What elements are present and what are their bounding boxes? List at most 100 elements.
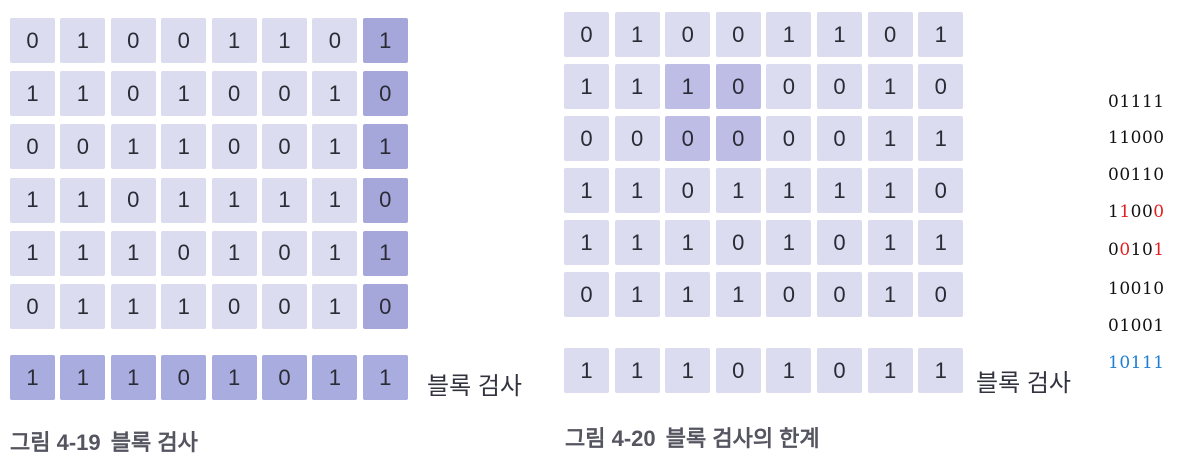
grid-cell-r2-c3: 0 [715, 116, 761, 161]
check-row-cell-rcheck-c7: 1 [362, 355, 408, 400]
grid-cell-r5-c3: 1 [161, 284, 207, 329]
grid-cell-r3-c7: 0 [918, 168, 964, 213]
code-digit-group: 0 [1108, 240, 1120, 260]
grid-cell-r5-c5: 0 [817, 272, 862, 317]
grid-cell-r0-c2: 0 [665, 12, 711, 57]
grid-cell-r4-c2: 1 [665, 220, 711, 265]
grid-cell-r1-c2: 1 [665, 64, 711, 109]
grid-cell-r1-c0: 1 [564, 64, 609, 109]
check-row-label: 블록 검사 [976, 370, 1071, 397]
caption-number: 그림 4-20 [565, 426, 656, 451]
code-digit-group: 10 [1130, 240, 1154, 260]
code-digit-group: 00110 [1108, 165, 1165, 185]
grid-cell-r3-c3: 1 [715, 168, 761, 213]
figure-caption-right: 그림 4-20 블록 검사의 한계 [565, 421, 820, 453]
check-row-cell-rcheck-c7: 1 [918, 348, 964, 393]
caption-title: 블록 검사 [110, 430, 198, 455]
grid-cell-r2-c1: 0 [60, 124, 106, 170]
check-row-cell-rcheck-c0: 1 [10, 355, 55, 400]
grid-cell-r5-c0: 0 [10, 284, 55, 329]
grid-cell-r1-c3: 1 [161, 71, 207, 117]
grid-cell-r5-c7: 0 [362, 284, 408, 329]
grid-cell-r0-c0: 0 [564, 12, 609, 57]
grid-cell-r3-c5: 1 [262, 177, 307, 223]
grid-cell-r0-c5: 1 [262, 18, 307, 63]
grid-cell-r4-c6: 1 [867, 220, 913, 265]
grid-cell-r0-c1: 1 [614, 12, 660, 57]
grid-cell-r0-c1: 1 [60, 18, 106, 63]
grid-cell-r4-c7: 1 [918, 220, 964, 265]
grid-cell-r2-c6: 1 [867, 116, 913, 161]
grid-cell-r5-c1: 1 [614, 272, 660, 317]
grid-cell-r5-c3: 1 [715, 272, 761, 317]
grid-cell-r2-c7: 1 [918, 116, 964, 161]
grid-cell-r0-c4: 1 [766, 12, 812, 57]
grid-cell-r5-c2: 1 [110, 284, 156, 329]
column-code-5: 00101 [1108, 240, 1165, 260]
grid-cell-r2-c1: 0 [614, 116, 660, 161]
code-digit-group: 1 [1119, 202, 1131, 222]
check-row-cell-rcheck-c3: 0 [715, 348, 761, 393]
grid-cell-r1-c6: 1 [312, 71, 358, 117]
grid-cell-r4-c0: 1 [10, 230, 55, 276]
grid-cell-r1-c1: 1 [614, 64, 660, 109]
column-code-7: 01001 [1108, 316, 1165, 336]
grid-cell-r3-c3: 1 [161, 177, 207, 223]
check-row-cell-rcheck-c1: 1 [614, 348, 660, 393]
grid-cell-r1-c4: 0 [766, 64, 812, 109]
grid-cell-r5-c1: 1 [60, 284, 106, 329]
grid-cell-r0-c6: 0 [867, 12, 913, 57]
grid-cell-r3-c2: 0 [665, 168, 711, 213]
check-row-cell-rcheck-c4: 1 [766, 348, 812, 393]
code-digit-group: 01111 [1108, 92, 1165, 112]
grid-cell-r4-c1: 1 [60, 230, 106, 276]
grid-cell-r5-c0: 0 [564, 272, 609, 317]
grid-cell-r2-c4: 0 [766, 116, 812, 161]
grid-cell-r0-c7: 1 [918, 12, 964, 57]
check-row-cell-rcheck-c0: 1 [564, 348, 609, 393]
grid-cell-r3-c6: 1 [312, 177, 358, 223]
column-code-3: 00110 [1108, 165, 1165, 185]
grid-cell-r4-c3: 0 [161, 230, 207, 276]
grid-cell-r4-c5: 0 [817, 220, 862, 265]
grid-cell-r1-c5: 0 [817, 64, 862, 109]
grid-cell-r4-c5: 0 [262, 230, 307, 276]
grid-cell-r0-c2: 0 [110, 18, 156, 63]
grid-cell-r2-c2: 1 [110, 124, 156, 170]
grid-cell-r0-c4: 1 [211, 18, 257, 63]
code-digit-group: 10111 [1108, 353, 1165, 373]
grid-cell-r4-c3: 0 [715, 220, 761, 265]
grid-cell-r2-c0: 0 [10, 124, 55, 170]
grid-cell-r1-c7: 0 [918, 64, 964, 109]
grid-cell-r2-c7: 1 [362, 124, 408, 170]
grid-cell-r3-c4: 1 [211, 177, 257, 223]
grid-cell-r1-c2: 0 [110, 71, 156, 117]
grid-cell-r2-c6: 1 [312, 124, 358, 170]
check-row-cell-rcheck-c5: 0 [817, 348, 862, 393]
grid-cell-r3-c0: 1 [564, 168, 609, 213]
code-digit-group: 01001 [1108, 316, 1165, 336]
grid-cell-r0-c5: 1 [817, 12, 862, 57]
code-digit-group: 1 [1153, 240, 1165, 260]
grid-cell-r3-c0: 1 [10, 177, 55, 223]
caption-title: 블록 검사의 한계 [665, 426, 820, 451]
check-row-label: 블록 검사 [427, 373, 522, 400]
grid-cell-r4-c7: 1 [362, 230, 408, 276]
code-digit-group: 0 [1119, 240, 1131, 260]
code-digit-group: 10010 [1108, 279, 1165, 299]
code-digit-group: 1 [1108, 202, 1120, 222]
column-code-6: 10010 [1108, 279, 1165, 299]
grid-cell-r4-c4: 1 [211, 230, 257, 276]
grid-cell-r5-c6: 1 [867, 272, 913, 317]
grid-cell-r2-c5: 0 [817, 116, 862, 161]
grid-cell-r5-c6: 1 [312, 284, 358, 329]
grid-cell-r3-c1: 1 [614, 168, 660, 213]
code-digit-group: 11000 [1108, 128, 1165, 148]
grid-cell-r3-c4: 1 [766, 168, 812, 213]
check-row-cell-rcheck-c6: 1 [312, 355, 358, 400]
grid-cell-r3-c7: 0 [362, 177, 408, 223]
check-row-cell-rcheck-c2: 1 [110, 355, 156, 400]
grid-cell-r4-c2: 1 [110, 230, 156, 276]
grid-cell-r2-c2: 0 [665, 116, 711, 161]
column-code-2: 11000 [1108, 128, 1165, 148]
